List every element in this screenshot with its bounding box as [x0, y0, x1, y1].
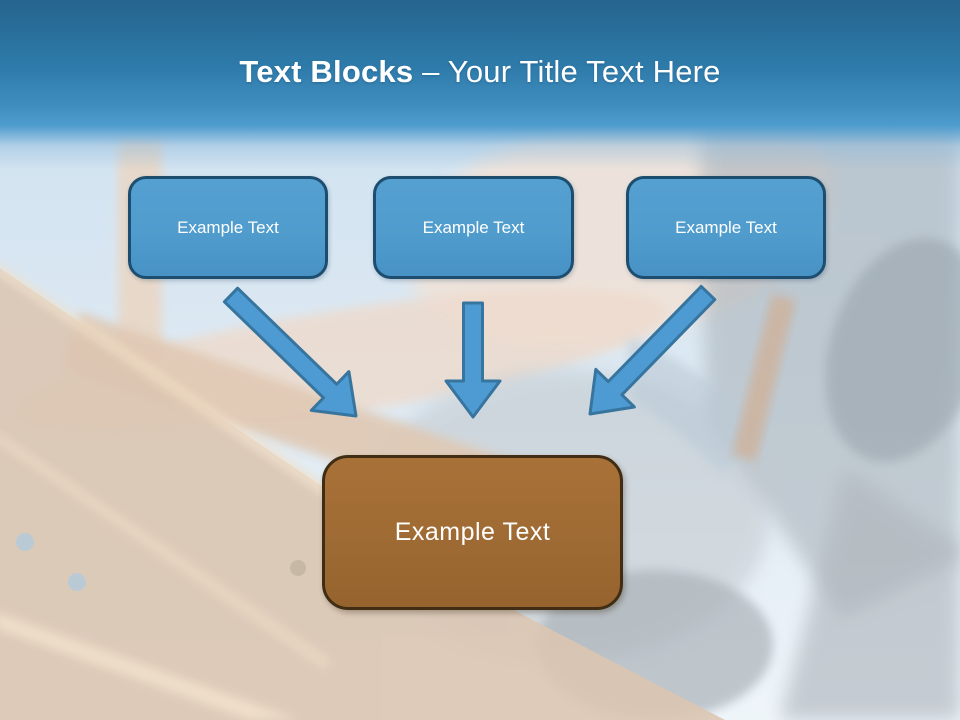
worker-glove [825, 238, 960, 462]
text-block-1[interactable]: Example Text [128, 176, 328, 279]
text-block-1-label: Example Text [177, 217, 279, 237]
text-block-2-label: Example Text [422, 217, 525, 237]
arrow-left-diagonal-icon[interactable] [222, 286, 358, 418]
slide-title[interactable]: Text Blocks – Your Title Text Here [0, 54, 960, 90]
arrow-middle-down-icon[interactable] [444, 301, 502, 419]
hammer-head [628, 338, 762, 474]
title-band [0, 0, 960, 170]
text-block-3[interactable]: Example Text [626, 176, 826, 279]
result-block[interactable]: Example Text [322, 455, 623, 610]
text-block-2[interactable]: Example Text [373, 176, 574, 279]
text-block-3-label: Example Text [675, 217, 777, 237]
worker-leg [780, 470, 960, 720]
hammer-handle [732, 294, 796, 461]
arrow-right-diagonal-icon[interactable] [588, 284, 717, 416]
result-block-label: Example Text [394, 518, 551, 546]
slide-title-bold: Text Blocks [239, 54, 414, 89]
slide-title-regular: – Your Title Text Here [413, 54, 721, 89]
